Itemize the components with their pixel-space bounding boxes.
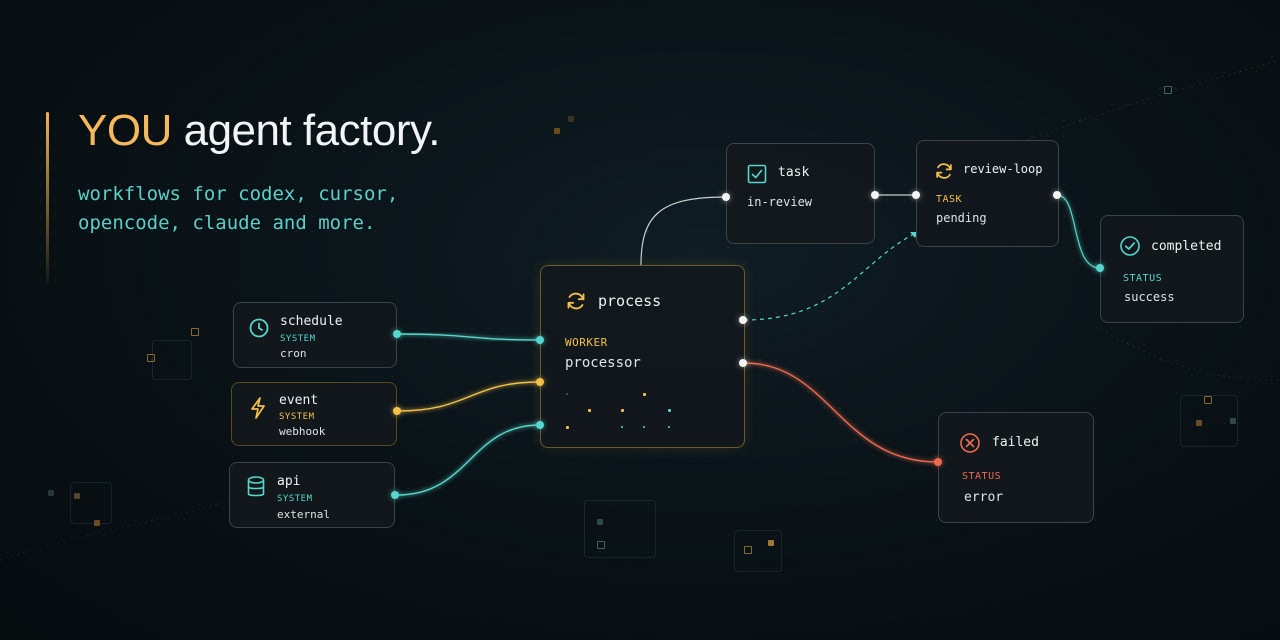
ghost-square xyxy=(584,500,656,558)
deco-dot xyxy=(597,519,603,525)
node-value: error xyxy=(964,490,1004,505)
port-task-in[interactable] xyxy=(722,193,730,201)
port-process-in-2[interactable] xyxy=(536,378,544,386)
link-api-process xyxy=(396,424,541,496)
activity-dot xyxy=(566,426,569,429)
checkbox-icon xyxy=(747,164,767,184)
headline-rest: agent factory. xyxy=(183,106,441,155)
port-process-out-2[interactable] xyxy=(739,359,747,367)
deco-dot xyxy=(568,116,574,122)
deco-dot xyxy=(74,493,80,499)
deco-dot xyxy=(768,540,774,546)
node-value: cron xyxy=(280,347,307,360)
node-title: review-loop xyxy=(963,162,1043,176)
port-review-in[interactable] xyxy=(912,191,920,199)
node-meta: TASK xyxy=(936,194,963,205)
ghost-square xyxy=(152,340,192,380)
lightning-icon xyxy=(251,397,265,419)
activity-dot xyxy=(643,426,645,428)
node-meta: STATUS xyxy=(1123,273,1163,284)
deco-dot xyxy=(191,328,199,336)
node-title: api xyxy=(277,474,301,489)
bg-trail xyxy=(999,59,1280,151)
bg-trail xyxy=(1099,329,1280,381)
activity-dot xyxy=(588,409,591,412)
subtitle-line-2: opencode, claude and more. xyxy=(78,212,376,234)
deco-dot xyxy=(1164,86,1172,94)
link-review-completed xyxy=(1056,194,1101,269)
node-process[interactable]: process WORKER processor xyxy=(540,265,745,448)
activity-dot xyxy=(668,426,670,428)
port-review-out[interactable] xyxy=(1053,191,1061,199)
node-failed[interactable]: failed STATUS error xyxy=(938,412,1094,523)
node-value: processor xyxy=(565,355,641,371)
activity-dot xyxy=(621,426,623,428)
subtitle: workflows for codex, cursor, opencode, c… xyxy=(78,180,498,238)
link-process-review-loop xyxy=(743,231,919,321)
headline: YOU agent factory. xyxy=(78,106,440,156)
activity-dot xyxy=(668,409,671,412)
port-failed-in[interactable] xyxy=(934,458,942,466)
node-completed[interactable]: completed STATUS success xyxy=(1100,215,1244,323)
port-schedule-out[interactable] xyxy=(393,330,401,338)
link-process-task xyxy=(640,196,727,266)
deco-dot xyxy=(744,546,752,554)
link-process-failed xyxy=(743,362,939,463)
port-api-out[interactable] xyxy=(391,491,399,499)
deco-dot xyxy=(147,354,155,362)
deco-dot xyxy=(597,541,605,549)
port-event-out[interactable] xyxy=(393,407,401,415)
headline-highlight: YOU xyxy=(78,106,172,155)
database-icon xyxy=(247,476,265,497)
node-meta: SYSTEM xyxy=(280,334,316,344)
node-title: task xyxy=(778,165,810,180)
port-process-out-1[interactable] xyxy=(739,316,747,324)
node-title: event xyxy=(279,393,319,408)
ghost-square xyxy=(1180,395,1238,447)
refresh-icon xyxy=(936,163,952,179)
deco-dot xyxy=(554,128,560,134)
node-value: external xyxy=(277,508,330,521)
node-meta: SYSTEM xyxy=(279,412,315,422)
link-schedule-process xyxy=(396,333,541,341)
node-review-loop[interactable]: review-loop TASK pending xyxy=(916,140,1059,247)
subtitle-line-1: workflows for codex, cursor, xyxy=(78,183,399,205)
link-event-process xyxy=(396,381,541,412)
accent-bar xyxy=(46,112,49,284)
ghost-square xyxy=(734,530,782,572)
node-schedule[interactable]: schedule SYSTEM cron xyxy=(233,302,397,368)
node-value: webhook xyxy=(279,425,326,438)
node-title: process xyxy=(598,292,662,310)
port-process-in-1[interactable] xyxy=(536,336,544,344)
deco-dot xyxy=(94,520,100,526)
node-meta: WORKER xyxy=(565,336,608,349)
node-title: completed xyxy=(1151,239,1222,254)
deco-dot xyxy=(1230,418,1236,424)
deco-dot xyxy=(1204,396,1212,404)
check-circle-icon xyxy=(1120,236,1140,256)
node-event[interactable]: event SYSTEM webhook xyxy=(231,382,397,446)
deco-dot xyxy=(1196,420,1202,426)
node-meta: STATUS xyxy=(962,471,1002,482)
activity-dot xyxy=(566,393,568,395)
node-api[interactable]: api SYSTEM external xyxy=(229,462,395,528)
ghost-square xyxy=(70,482,112,524)
node-value: in-review xyxy=(747,195,813,209)
refresh-icon xyxy=(567,292,585,310)
node-title: schedule xyxy=(280,314,343,329)
node-meta: SYSTEM xyxy=(277,494,313,504)
deco-dot xyxy=(48,490,54,496)
clock-icon xyxy=(249,318,269,338)
activity-dot xyxy=(643,393,646,396)
node-task[interactable]: task in-review xyxy=(726,143,875,244)
node-value: success xyxy=(1124,290,1175,304)
x-circle-icon xyxy=(960,433,980,453)
port-completed-in[interactable] xyxy=(1096,264,1104,272)
port-process-in-3[interactable] xyxy=(536,421,544,429)
port-task-out[interactable] xyxy=(871,191,879,199)
node-title: failed xyxy=(992,435,1039,450)
activity-dot xyxy=(621,409,624,412)
node-value: pending xyxy=(936,211,987,225)
